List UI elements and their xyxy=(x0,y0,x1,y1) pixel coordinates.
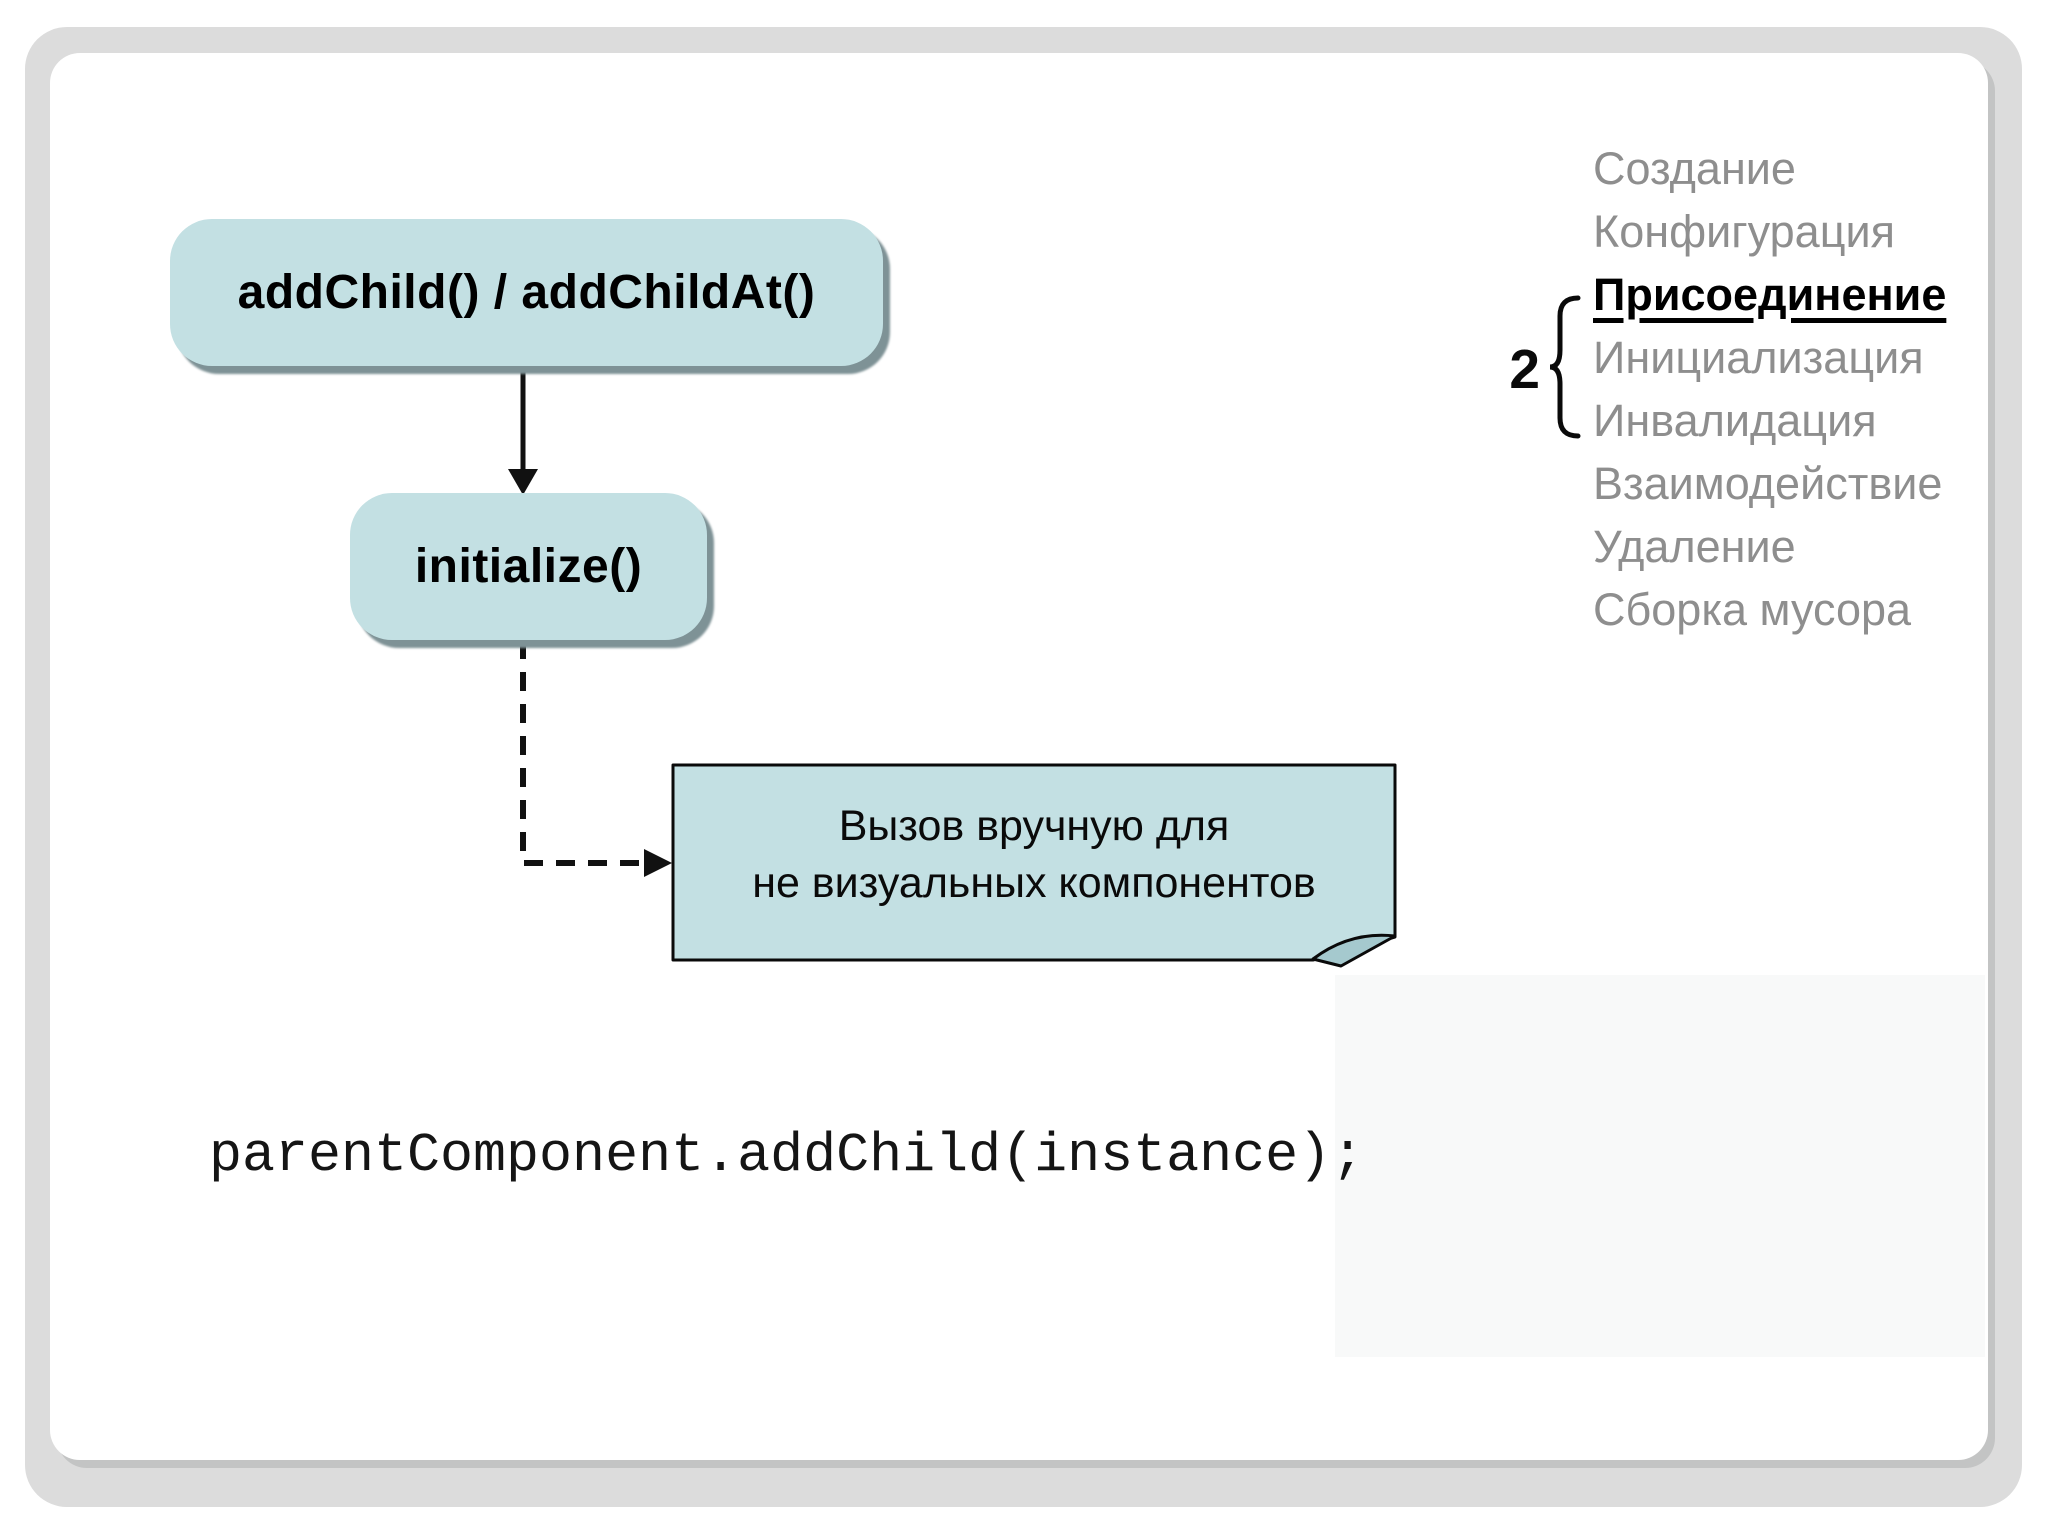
dashed-arrow-head-icon xyxy=(644,849,672,877)
brace-icon xyxy=(1549,295,1581,439)
lifecycle-item-initialization: Инициализация xyxy=(1593,332,1924,383)
code-snippet: parentComponent.addChild(instance); xyxy=(209,1124,1365,1187)
solid-arrow-head-icon xyxy=(508,469,538,495)
flow-box-initialize: initialize() xyxy=(350,493,707,640)
lifecycle-item-creation: Создание xyxy=(1593,143,1796,194)
flow-box-initialize-label: initialize() xyxy=(414,540,643,593)
note-text-line2: не визуальных компонентов xyxy=(752,859,1316,907)
lifecycle-item-garbage-collection: Сборка мусора xyxy=(1593,584,1912,635)
stage-count-label: 2 xyxy=(1509,338,1540,400)
flow-box-addchild: addChild() / addChildAt() xyxy=(170,219,883,366)
flow-box-addchild-label: addChild() / addChildAt() xyxy=(237,266,816,319)
placeholder-shade xyxy=(1335,975,1985,1357)
dashed-connector-line xyxy=(520,640,646,866)
lifecycle-list: Создание Конфигурация Присоединение Иниц… xyxy=(1593,137,1946,641)
note-fold-icon xyxy=(1311,933,1397,968)
flow-diagram-graphics xyxy=(508,295,1581,968)
lifecycle-item-invalidation: Инвалидация xyxy=(1593,395,1877,446)
lifecycle-item-attachment-active: Присоединение xyxy=(1593,269,1947,320)
lifecycle-item-removal: Удаление xyxy=(1593,521,1796,572)
lifecycle-item-interaction: Взаимодействие xyxy=(1593,458,1943,509)
lifecycle-item-configuration: Конфигурация xyxy=(1593,206,1895,257)
slide-canvas: addChild() / addChildAt() initialize() В… xyxy=(50,53,1988,1460)
note-text: Вызов вручную для не визуальных компонен… xyxy=(673,765,1395,945)
note-text-line1: Вызов вручную для xyxy=(838,802,1230,850)
